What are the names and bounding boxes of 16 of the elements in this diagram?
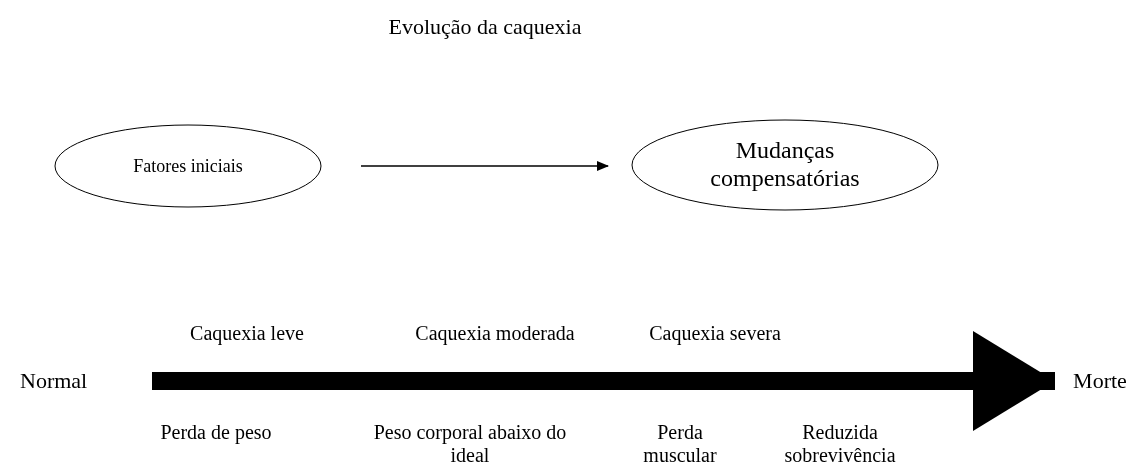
stage-label: Caquexia moderada: [415, 322, 575, 345]
ellipse-node: [55, 125, 321, 207]
diagram-title: Evolução da caquexia: [387, 14, 583, 40]
node-label: Fatores iniciais: [133, 155, 243, 177]
node-text: Normal: [10, 364, 152, 398]
stage-description: Peso corporal abaixo do ideal: [372, 421, 568, 467]
node-label: Mudanças compensatórias: [709, 137, 861, 193]
node-text: Morte: [1055, 364, 1145, 398]
stage-label: Caquexia leve: [190, 322, 304, 345]
stage-description: Perda de peso: [160, 421, 272, 444]
arrow: [360, 161, 609, 171]
stage-label: Caquexia severa: [649, 322, 781, 345]
stage-description: Perda muscular: [642, 421, 718, 467]
ellipse-node: [632, 120, 938, 210]
thick-arrow: [152, 331, 1055, 431]
stage-description: Reduzida sobrevivência: [783, 421, 897, 467]
